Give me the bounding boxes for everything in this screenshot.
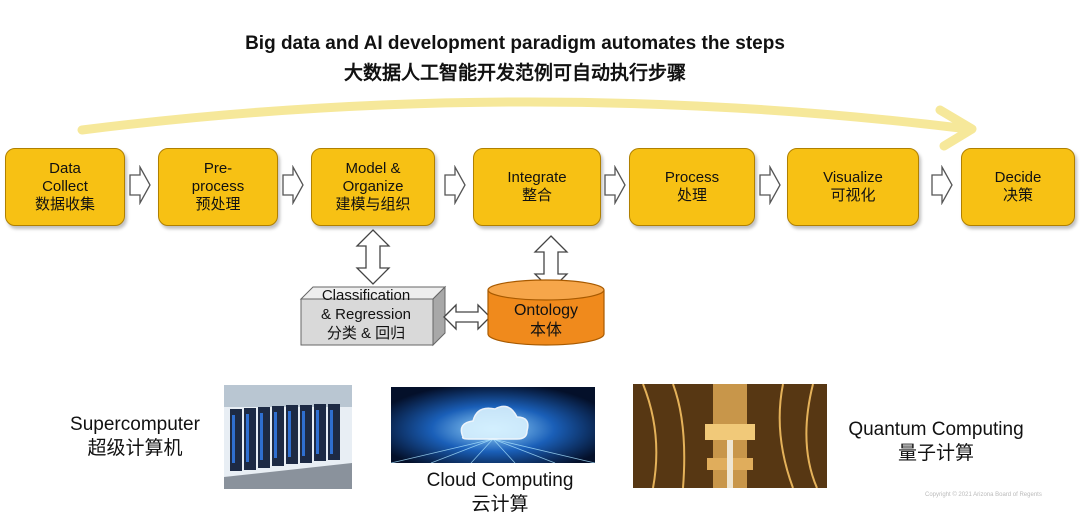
quantum-computer-image xyxy=(633,384,827,488)
quantum-computing-label-zh: 量子计算 xyxy=(897,443,974,464)
cloud-computing-label-zh: 云计算 xyxy=(471,494,529,515)
step-preprocess: Pre- process 预处理 xyxy=(158,148,278,226)
step-integrate: Integrate 整合 xyxy=(473,148,601,226)
classification-label: Classification & Regression 分类 & 回归 xyxy=(301,286,431,343)
supercomputer-label-zh: 超级计算机 xyxy=(87,438,183,459)
step-data-collect: Data Collect 数据收集 xyxy=(5,148,125,226)
step-label-zh: 预处理 xyxy=(195,196,241,213)
step-label-en: Integrate xyxy=(507,169,567,186)
cloud-computing-image xyxy=(391,387,595,463)
step-decide: Decide 决策 xyxy=(961,148,1075,226)
step-label-zh: 建模与组织 xyxy=(335,196,411,213)
ontology-label-zh: 本体 xyxy=(529,322,562,339)
quantum-computing-caption: Quantum Computing 量子计算 xyxy=(836,418,1036,466)
step-label-en: Data Collect xyxy=(42,160,88,195)
classification-label-line1: Classification xyxy=(321,287,411,304)
classification-label-zh: 分类 & 回归 xyxy=(326,325,406,342)
step-label-zh: 可视化 xyxy=(830,187,876,204)
step-label-en: Visualize xyxy=(823,169,883,186)
step-label-en: Model & Organize xyxy=(342,160,404,195)
ontology-cylinder xyxy=(487,279,605,346)
right-arrow-icon xyxy=(444,165,466,205)
step-process: Process 处理 xyxy=(629,148,755,226)
copyright-notice: Copyright © 2021 Arizona Board of Regent… xyxy=(925,492,1042,498)
supercomputer-image xyxy=(224,385,352,489)
right-arrow-icon xyxy=(282,165,304,205)
right-arrow-icon xyxy=(931,165,953,205)
cloud-computing-caption: Cloud Computing 云计算 xyxy=(410,469,590,517)
ontology-label-en: Ontology xyxy=(513,302,579,319)
classification-box xyxy=(299,285,447,347)
right-arrow-icon xyxy=(759,165,781,205)
right-arrow-icon xyxy=(604,165,626,205)
right-arrow-icon xyxy=(129,165,151,205)
step-label-en: Process xyxy=(664,169,720,186)
step-label-zh: 数据收集 xyxy=(34,196,95,213)
step-label-en: Pre- process xyxy=(191,160,245,195)
supercomputer-label-en: Supercomputer xyxy=(70,414,200,435)
ontology-label: Ontology 本体 xyxy=(486,301,606,341)
step-label-en: Decide xyxy=(994,169,1042,186)
step-label-zh: 决策 xyxy=(1002,187,1033,204)
double-arrow-horizontal-icon xyxy=(443,303,491,331)
supercomputer-caption: Supercomputer 超级计算机 xyxy=(60,413,210,461)
classification-label-line2: & Regression xyxy=(320,306,412,323)
cloud-computing-label-en: Cloud Computing xyxy=(426,470,574,491)
step-model-organize: Model & Organize 建模与组织 xyxy=(311,148,435,226)
quantum-computing-label-en: Quantum Computing xyxy=(848,419,1024,440)
page-title: Big data and AI development paradigm aut… xyxy=(245,33,785,54)
double-arrow-vertical-icon xyxy=(355,229,391,285)
step-visualize: Visualize 可视化 xyxy=(787,148,919,226)
page-title-zh: 大数据人工智能开发范例可自动执行步骤 xyxy=(343,63,686,84)
step-label-zh: 整合 xyxy=(521,187,552,204)
step-label-zh: 处理 xyxy=(676,187,707,204)
